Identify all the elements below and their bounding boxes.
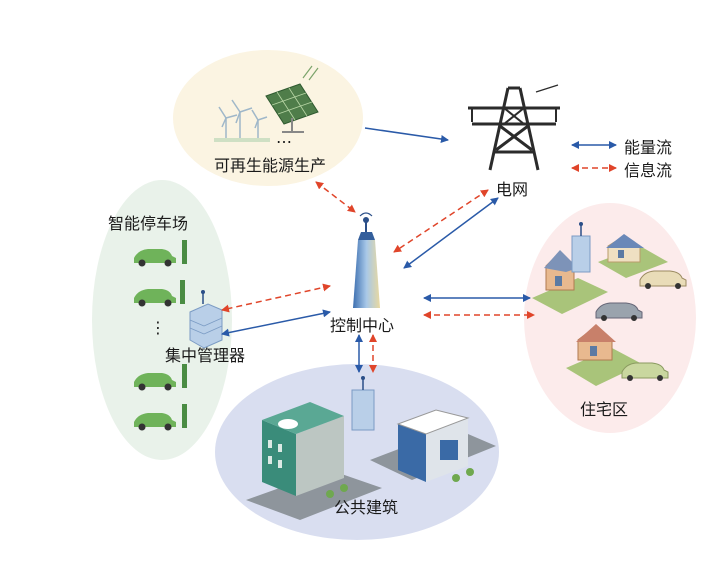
residential-tower-icon	[571, 222, 591, 273]
energy-flow-arrow	[364, 127, 449, 143]
renewable-label: 可再生能源生产	[214, 156, 327, 175]
house-icon	[532, 250, 608, 314]
public-building-label: 公共建筑	[334, 498, 399, 517]
wind-turbine-icon	[214, 99, 270, 142]
office-building-icon	[370, 409, 496, 482]
house-icon	[598, 234, 668, 278]
hospital-building-icon	[246, 402, 382, 520]
info-flow-arrow	[315, 181, 356, 213]
energy-flow-arrow	[221, 309, 331, 337]
control-tower-icon	[353, 212, 380, 308]
control-center-label: 控制中心	[330, 316, 395, 335]
info-flow-arrow	[393, 189, 489, 253]
house-icon	[566, 324, 642, 386]
manager-label: 集中管理器	[165, 346, 246, 365]
tree-icon	[326, 468, 474, 498]
car-icon	[639, 270, 687, 289]
ev-car-icon	[134, 280, 185, 307]
power-tower-icon	[468, 84, 560, 171]
public-tower-icon	[351, 376, 375, 431]
energy-flow-arrow	[403, 197, 499, 269]
car-icon	[621, 362, 669, 381]
renewable-region	[173, 50, 363, 186]
parking-region	[92, 180, 232, 460]
ev-car-icon	[134, 404, 187, 431]
residential-label: 住宅区	[580, 400, 629, 419]
car-icon	[595, 302, 643, 321]
legend-energy-label: 能量流	[624, 138, 673, 157]
ev-car-icon	[134, 240, 187, 267]
manager-building-icon	[189, 290, 223, 349]
parking-dots: ⋮	[150, 318, 166, 337]
renewable-dots: …	[276, 128, 292, 147]
info-flow-arrow	[221, 283, 331, 313]
parking-label: 智能停车场	[108, 214, 189, 233]
legend-info-label: 信息流	[624, 161, 673, 180]
ev-car-icon	[134, 364, 187, 391]
solar-panel-icon	[265, 65, 319, 133]
grid-label: 电网	[496, 180, 529, 199]
